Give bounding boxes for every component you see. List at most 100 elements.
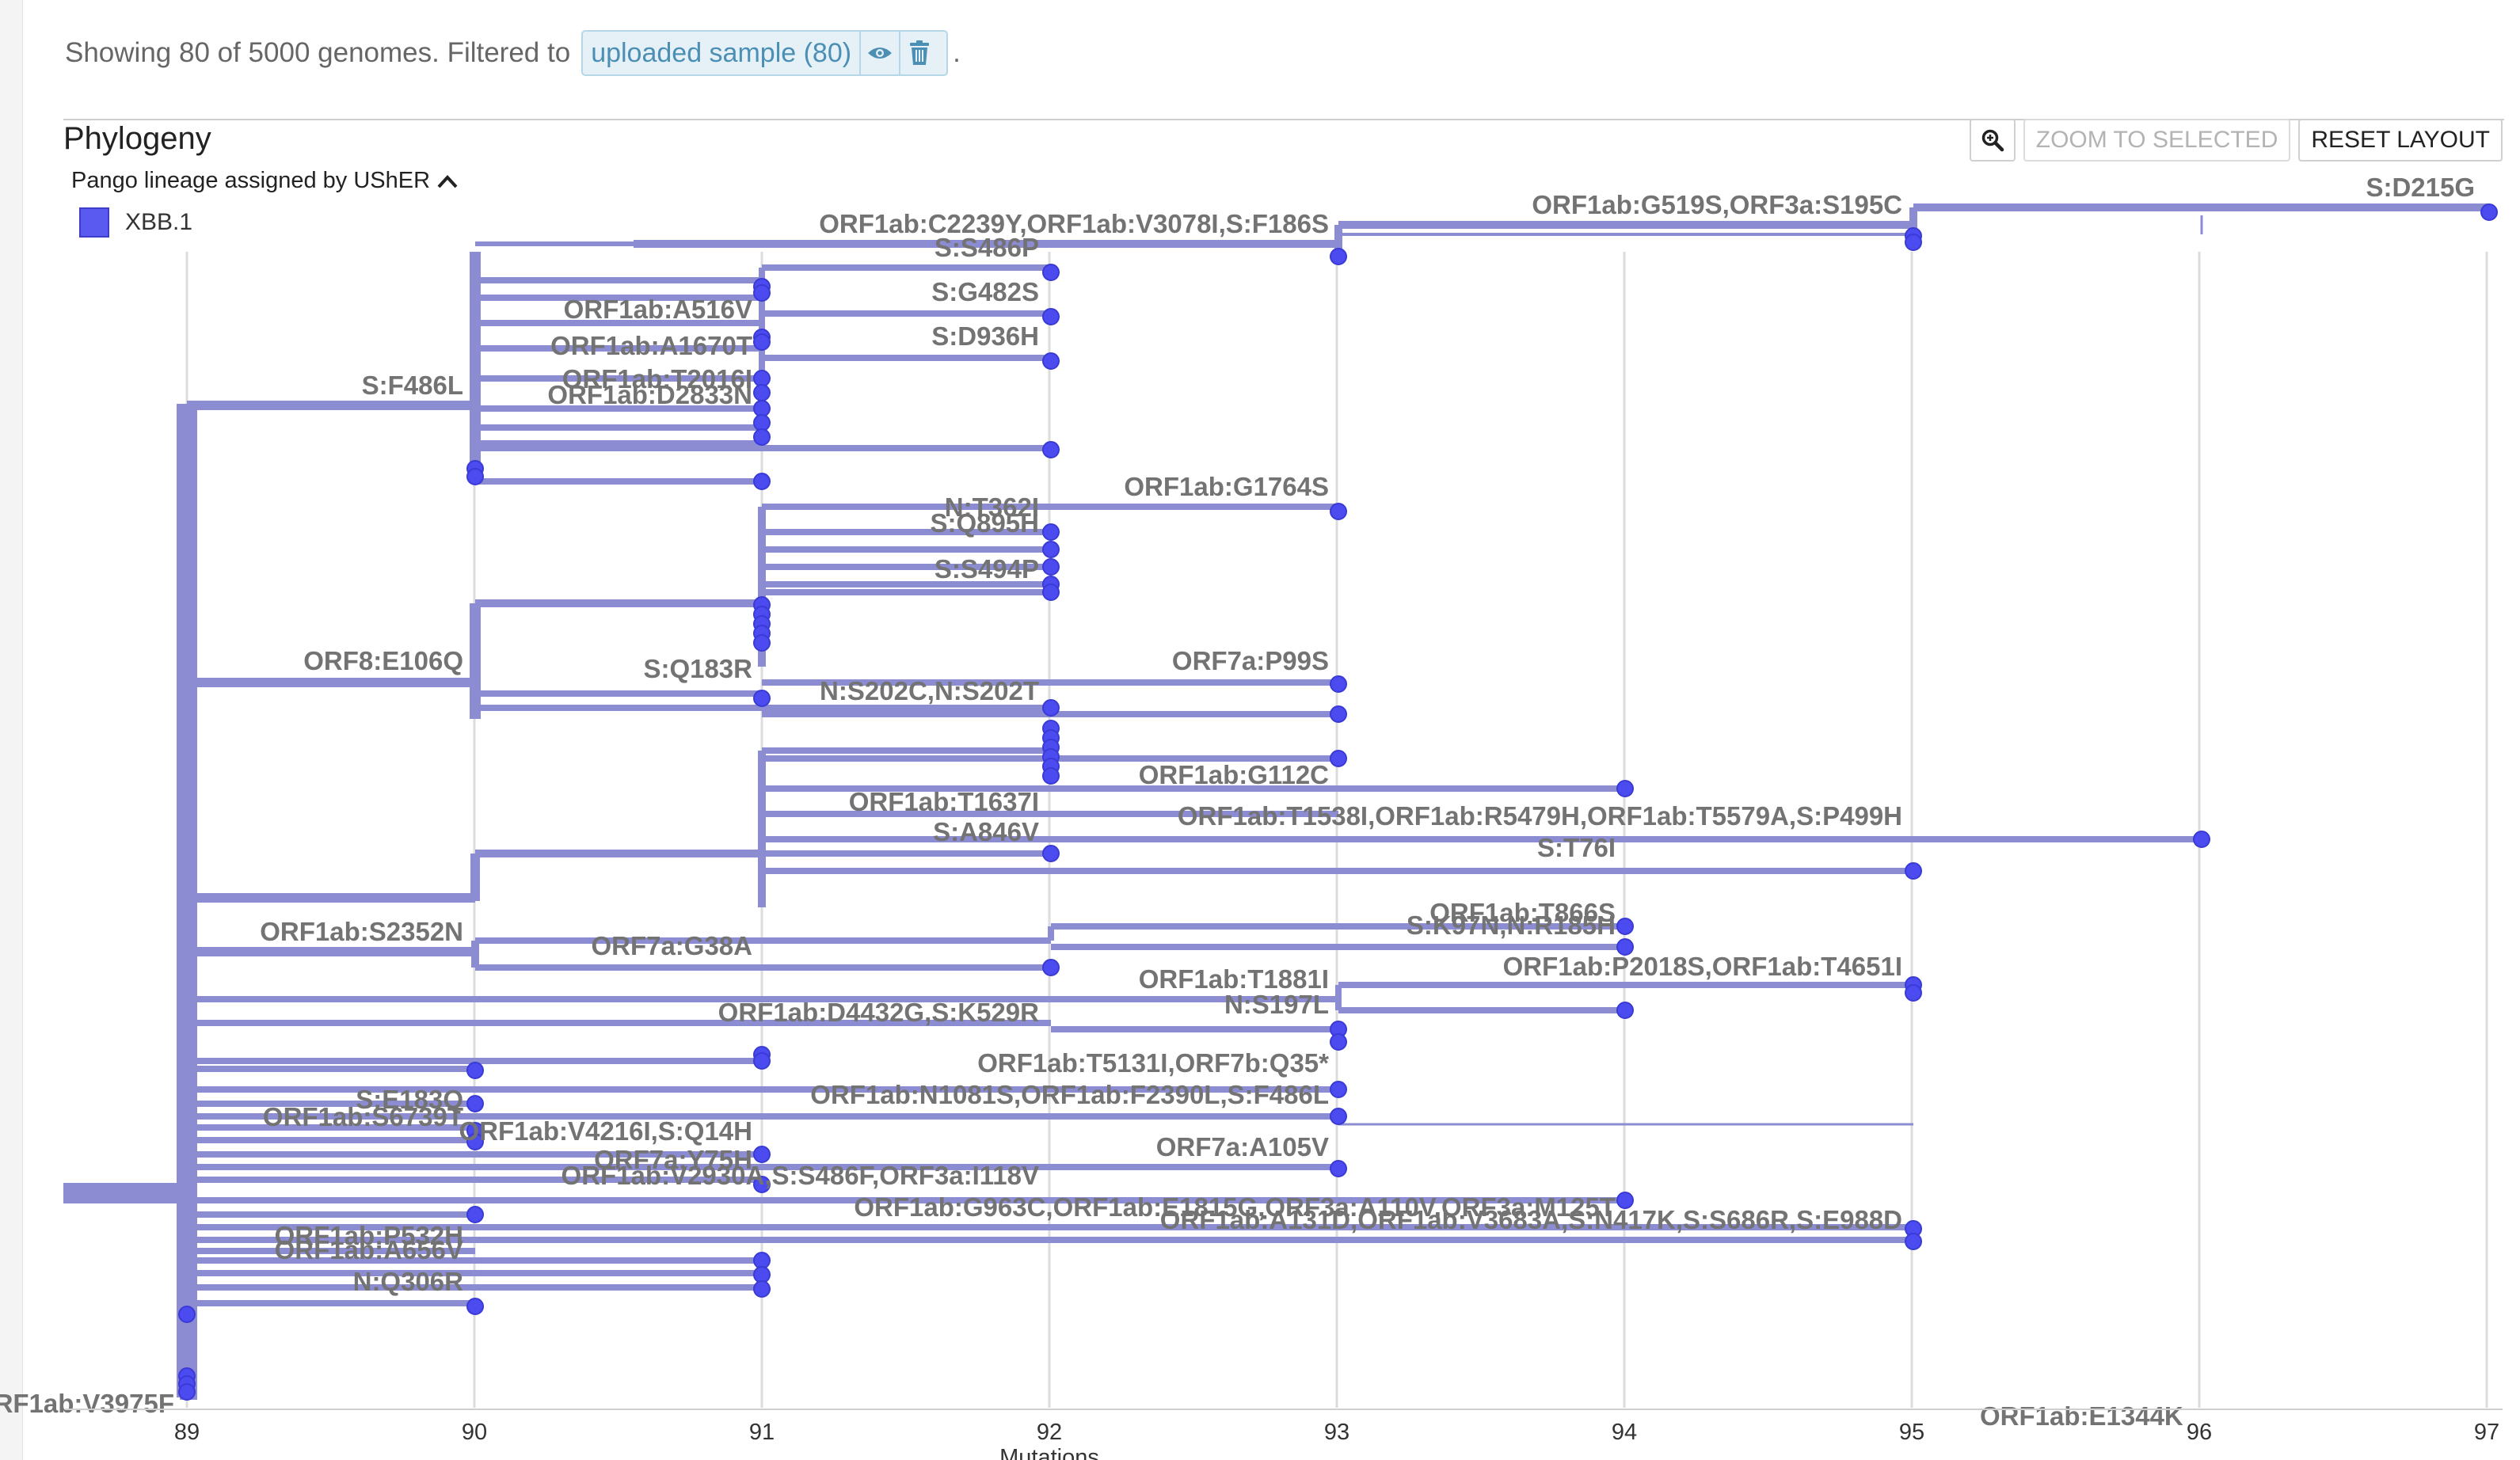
tree-tip-node[interactable] <box>753 473 771 490</box>
tree-tip-node[interactable] <box>466 1298 484 1315</box>
branch-mutation-label: ORF1ab:C2239Y,ORF1ab:V3078I,S:F186S <box>819 209 1329 238</box>
x-axis-tick-label: 94 <box>1612 1420 1637 1445</box>
tree-tip-node[interactable] <box>1616 780 1634 797</box>
branch-mutation-label: S:A846V <box>933 817 1039 846</box>
eye-icon[interactable] <box>861 32 901 74</box>
tree-tip-node[interactable] <box>1616 1192 1634 1209</box>
branch-mutation-label: ORF1ab:V3975F <box>0 1389 174 1418</box>
branch-mutation-label: S:Q183R <box>643 654 752 683</box>
branch-mutation-label: N:S202C,N:S202T <box>820 676 1039 705</box>
panel-title: Phylogeny <box>63 121 211 156</box>
branch-mutation-label: ORF7a:P99S <box>1172 646 1329 675</box>
tree-tip-node[interactable] <box>753 1176 771 1193</box>
chevron-up-icon <box>437 174 458 188</box>
tree-tip-node[interactable] <box>1330 1160 1347 1177</box>
tree-tip-node[interactable] <box>2480 203 2498 221</box>
tree-tip-node[interactable] <box>466 1133 484 1150</box>
tree-tip-node[interactable] <box>1905 862 1922 880</box>
tree-tip-node[interactable] <box>753 690 771 707</box>
x-axis-tick-label: 89 <box>174 1420 200 1445</box>
tree-tip-node[interactable] <box>1330 675 1347 693</box>
genome-count-text: Showing 80 of 5000 genomes. Filtered to <box>65 37 571 68</box>
branch-mutation-label: ORF1ab:G1764S <box>1124 472 1329 501</box>
trash-icon[interactable] <box>900 32 938 74</box>
tree-tip-node[interactable] <box>466 1062 484 1079</box>
tree-tip-node[interactable] <box>753 1280 771 1298</box>
tree-tip-node[interactable] <box>1042 767 1060 785</box>
branch-mutation-label: ORF1ab:D4432G,S:K529R <box>718 998 1039 1027</box>
tree-tip-node[interactable] <box>1042 352 1060 370</box>
tree-tip-node[interactable] <box>1330 1108 1347 1125</box>
branch-mutation-label: ORF1ab:S2352N <box>260 917 463 946</box>
branch-mutation-label: ORF1ab:T1637I <box>849 787 1039 816</box>
tree-tip-node[interactable] <box>1330 1081 1347 1098</box>
filter-chip-label[interactable]: uploaded sample (80) <box>591 32 862 74</box>
branch-mutation-label: ORF1ab:D2833N <box>547 380 752 409</box>
branch-mutation-label: ORF1ab:A656V <box>275 1235 463 1264</box>
color-by-label: Pango lineage assigned by UShER <box>71 168 431 193</box>
tree-tip-node[interactable] <box>753 1052 771 1070</box>
status-period: . <box>953 37 961 68</box>
color-by-selector[interactable]: Pango lineage assigned by UShER <box>71 168 459 194</box>
branch-mutation-label: N:T362I <box>945 492 1039 522</box>
branch-mutation-label: ORF1ab:V4216I,S:Q14H <box>459 1116 752 1146</box>
branch-mutation-label: ORF1ab:A131D,ORF1ab:V3683A,S:N417K,S:S68… <box>1160 1205 1902 1234</box>
tree-tip-node[interactable] <box>1905 234 1922 251</box>
tree-tip-node[interactable] <box>1616 1002 1634 1019</box>
tree-tip-node[interactable] <box>1330 1033 1347 1051</box>
tree-tip-node[interactable] <box>1042 441 1060 458</box>
zoom-to-selected-button[interactable]: ZOOM TO SELECTED <box>2023 119 2291 162</box>
tree-tip-node[interactable] <box>753 634 771 652</box>
tree-tip-node[interactable] <box>178 1383 196 1401</box>
tree-tip-node[interactable] <box>1905 984 1922 1002</box>
legend-swatch <box>79 207 109 238</box>
x-axis-tick-label: 96 <box>2187 1420 2212 1445</box>
tree-tip-node[interactable] <box>1330 750 1347 767</box>
tree-tip-node[interactable] <box>753 333 771 351</box>
tree-tip-node[interactable] <box>1042 699 1060 717</box>
tree-tip-node[interactable] <box>1042 845 1060 862</box>
branch-mutation-label: S:D936H <box>931 321 1039 351</box>
tree-tip-node[interactable] <box>178 1306 196 1323</box>
tree-tip-node[interactable] <box>753 284 771 302</box>
tree-tip-node[interactable] <box>2193 831 2210 848</box>
tree-tip-node[interactable] <box>466 1095 484 1112</box>
tree-tip-node[interactable] <box>1042 523 1060 541</box>
tree-tip-node[interactable] <box>1042 264 1060 281</box>
branch-mutation-label: ORF1ab:P532H <box>275 1221 463 1250</box>
branch-mutation-label: ORF1ab:A516V <box>564 295 752 324</box>
tree-tip-node[interactable] <box>753 384 771 401</box>
tree-tip-node[interactable] <box>466 1206 484 1223</box>
reset-layout-button[interactable]: RESET LAYOUT <box>2298 119 2503 162</box>
branch-mutation-label: ORF1ab:P2018S,ORF1ab:T4651I <box>1503 952 1902 981</box>
filter-chip[interactable]: uploaded sample (80) <box>581 30 949 76</box>
legend-item: XBB.1 <box>79 207 192 238</box>
tree-tip-node[interactable] <box>1330 503 1347 520</box>
branch-mutation-label: ORF1ab:T1881I <box>1139 964 1329 994</box>
tree-tip-node[interactable] <box>1042 959 1060 976</box>
tree-tip-node[interactable] <box>1330 248 1347 265</box>
zoom-button[interactable] <box>1969 119 2016 162</box>
branch-mutation-label: ORF1ab:S6739T <box>263 1102 463 1131</box>
branch-mutation-label: S:S486P <box>935 233 1039 262</box>
panel-divider <box>63 119 2504 120</box>
tree-tip-node[interactable] <box>1905 1233 1922 1250</box>
tree-tip-node[interactable] <box>1042 308 1060 325</box>
tree-tip-node[interactable] <box>1616 918 1634 935</box>
tree-tip-node[interactable] <box>1042 541 1060 558</box>
x-axis-tick-label: 97 <box>2474 1420 2499 1445</box>
tree-tip-node[interactable] <box>466 468 484 485</box>
tree-tip-node[interactable] <box>1042 584 1060 601</box>
tree-tip-node[interactable] <box>1042 558 1060 576</box>
branch-mutation-label: S:K97N,N:R185H <box>1407 911 1616 940</box>
branch-mutation-label: ORF7a:A105V <box>1156 1132 1329 1162</box>
x-axis-tick-label: 90 <box>462 1420 487 1445</box>
tree-tip-node[interactable] <box>1330 705 1347 723</box>
x-axis-tick-label: 93 <box>1324 1420 1349 1445</box>
branch-mutation-label: ORF1ab:T5131I,ORF7b:Q35* <box>977 1048 1329 1078</box>
tree-tip-node[interactable] <box>1616 938 1634 956</box>
tree-tip-node[interactable] <box>753 428 771 446</box>
branch-mutation-label: N:S197L <box>1224 990 1329 1019</box>
tree-tip-node[interactable] <box>753 1146 771 1163</box>
